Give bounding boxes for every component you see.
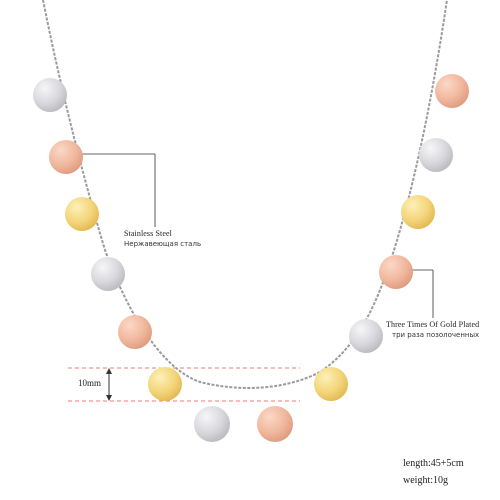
disc-silver xyxy=(349,319,383,353)
weight-spec: weight:10g xyxy=(403,475,448,486)
disc-silver xyxy=(91,257,125,291)
gold-plated-label: Three Times Of Gold Plated xyxy=(386,320,480,329)
disc-rose xyxy=(257,406,293,442)
dimension-arrowhead-bottom xyxy=(106,395,112,401)
disc-gold xyxy=(65,197,99,231)
dimension-arrowhead-top xyxy=(106,368,112,374)
disc-gold xyxy=(314,367,348,401)
disc-rose xyxy=(118,315,152,349)
disc-rose xyxy=(435,74,469,108)
disc-silver xyxy=(419,138,453,172)
disc-gold xyxy=(148,367,182,401)
stainless-steel-label-ru: Нержавеющая сталь xyxy=(124,240,202,248)
disc-rose xyxy=(379,255,413,289)
stainless-steel-label: Stainless Steel xyxy=(124,229,172,238)
disc-silver xyxy=(33,78,67,112)
gold-plated-label-ru: три раза позолоченных xyxy=(392,331,480,339)
length-spec: length:45+5cm xyxy=(403,458,464,469)
disc-silver xyxy=(194,406,230,442)
dimension-label: 10mm xyxy=(78,378,102,388)
disc-gold xyxy=(401,195,435,229)
chain xyxy=(42,0,448,389)
disc-rose xyxy=(49,140,83,174)
